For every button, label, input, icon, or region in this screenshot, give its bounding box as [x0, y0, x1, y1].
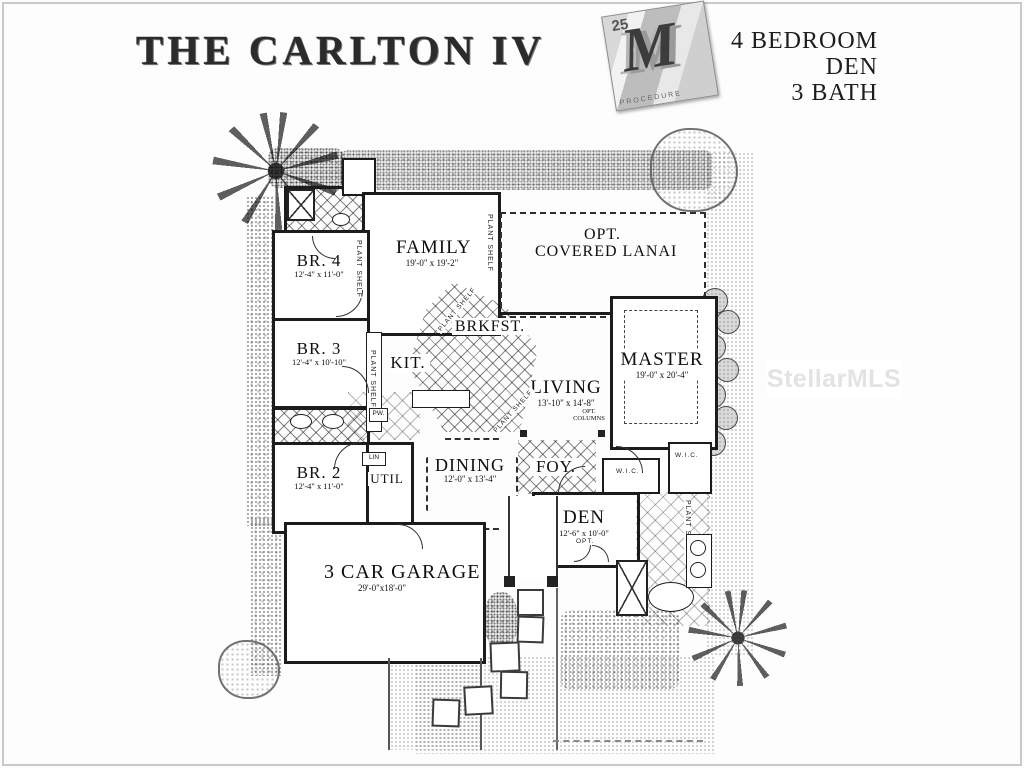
logo-monogram-icon: M	[616, 9, 682, 86]
room-label-br2: BR. 2 12'-4" x 11'-0"	[294, 463, 344, 492]
palm-tree-bottom-right	[688, 590, 788, 686]
ground-shading-left	[246, 196, 274, 526]
walkway-stone	[489, 641, 521, 673]
door-master	[616, 446, 643, 473]
room-wic-2	[668, 442, 712, 494]
walkway-stone	[516, 615, 545, 644]
room-br2	[272, 442, 370, 534]
label-plant-shelf-kitchen: PLANT SHELF	[369, 350, 376, 408]
room-label-breakfast: BRKFST.	[452, 318, 528, 336]
room-label-dining: DINING 12'-0" x 13'-4"	[435, 455, 505, 485]
room-label-den: DEN 12'-6" x 10'-0"	[559, 507, 609, 538]
plan-title: THE CARLTON IV	[136, 27, 546, 73]
room-label-br3: BR. 3 12'-4" x 10'-10"	[292, 339, 346, 368]
logo-caption: PROCEDURE	[619, 90, 683, 107]
mls-watermark: StellarMLS	[766, 360, 902, 398]
sink-bath-2	[322, 414, 344, 429]
room-label-lanai: OPT. COVERED LANAI	[535, 226, 678, 261]
spec-baths: 3 BATH	[791, 80, 878, 106]
master-sink	[690, 540, 706, 556]
label-plant-shelf-br4: PLANT SHELF	[355, 240, 362, 298]
wall-rear-house	[500, 312, 712, 315]
label-plant-shelf-bath: PLANT SHELF	[684, 500, 691, 558]
walkway-stone	[517, 589, 544, 616]
entry-porch	[508, 496, 558, 578]
spec-den: DEN	[825, 54, 878, 80]
room-opt-covered-lanai	[500, 212, 706, 318]
room-label-living: LIVING 13'-10" x 14'-8"	[530, 377, 602, 408]
label-wic-2: W.I.C.	[675, 452, 699, 459]
plan-specs: 4 BEDROOM DEN 3 BATH	[700, 28, 878, 106]
label-opt-columns: OPT. COLUMNS	[573, 408, 605, 423]
room-br4	[272, 230, 370, 322]
property-line	[553, 740, 703, 742]
walkway-stone	[431, 698, 461, 728]
driveway-edge-left	[388, 658, 390, 750]
room-label-foyer: FOY.	[530, 457, 582, 477]
room-label-kitchen: KIT.	[386, 353, 430, 373]
label-plant-shelf-family: PLANT SHELF	[486, 214, 493, 272]
tree-top-right	[650, 128, 738, 212]
room-label-utility: UTIL	[368, 471, 406, 487]
room-label-family: FAMILY 19'-0" x 19'-2"	[396, 237, 472, 268]
master-shower	[616, 560, 648, 616]
linen-closet: LIN	[362, 452, 386, 466]
master-sink	[690, 562, 706, 578]
hedge-top-left	[268, 148, 344, 188]
fireplace-block	[342, 158, 376, 196]
room-br3	[272, 318, 370, 410]
shrub	[716, 310, 740, 334]
porch-column	[504, 576, 515, 587]
walkway-stone	[499, 670, 529, 700]
walkway-edge	[556, 588, 558, 750]
opt-column	[598, 430, 605, 437]
walkway-stone	[463, 685, 494, 716]
shrub	[715, 358, 739, 382]
room-label-br4: BR. 4 12'-4" x 11'-0"	[294, 251, 344, 280]
ground-shading-bottom-right	[560, 610, 680, 690]
powder-room: PW.	[369, 408, 388, 422]
planting-bed-entry	[484, 592, 518, 648]
tree-bottom-left	[218, 640, 280, 699]
kitchen-island	[412, 390, 470, 408]
spec-bedrooms: 4 BEDROOM	[730, 28, 878, 54]
shower-bath-3	[287, 189, 315, 221]
room-garage	[284, 522, 486, 664]
label-den-opt-doors: OPT.	[576, 538, 595, 545]
toilet-bath-3	[332, 213, 350, 226]
opt-column	[520, 430, 527, 437]
porch-column	[547, 576, 558, 587]
room-label-master: MASTER 19'-0" x 20'-4"	[618, 349, 706, 381]
shrub	[714, 406, 738, 430]
sink-bath-2	[290, 414, 312, 429]
room-label-garage: 3 CAR GARAGE 29'-0"x18'-0"	[324, 561, 481, 593]
